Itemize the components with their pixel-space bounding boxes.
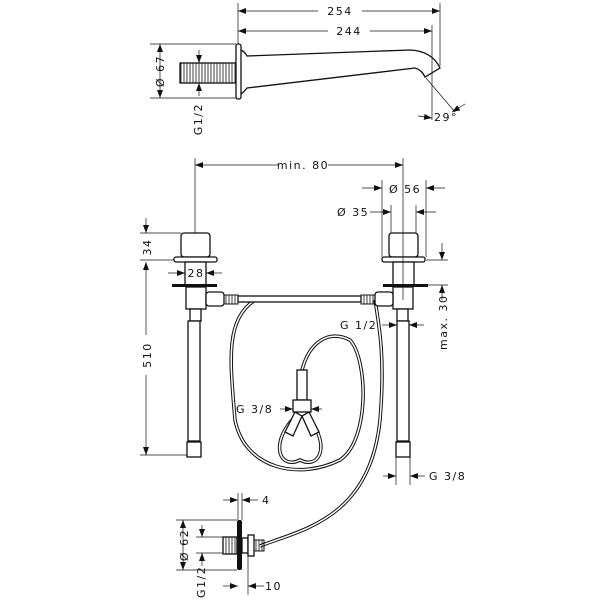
dim-length-510: 510 [141, 342, 154, 368]
spout-thread-connector [179, 62, 237, 84]
valve-right-nut [395, 441, 411, 458]
dim-supply-thread: G 3/8 [429, 470, 466, 483]
dim-max-30: max. 30 [437, 295, 450, 350]
valve-left-nut [186, 441, 202, 458]
outlet-wall-plate [237, 520, 242, 570]
dim-handle-56: Ø 56 [389, 183, 421, 196]
tee-fitting-nut [292, 399, 312, 413]
dim-tee-thread: G 3/8 [236, 403, 273, 416]
tee-fitting-branches [284, 411, 320, 437]
valve-left-supply-pipe [187, 320, 201, 442]
spout-wall-plate [235, 43, 242, 100]
hose-outlet: 4 Ø 62 G1/2 10 [176, 493, 282, 598]
valve-left-handle [180, 232, 211, 258]
spout-view: 254 244 Ø 67 G1/2 29° [150, 3, 466, 135]
dim-min-80: min. 80 [277, 159, 329, 172]
dim-outlet-4: 4 [262, 494, 271, 507]
dim-plate-67: Ø 67 [154, 55, 167, 87]
tee-fitting-stem [296, 369, 308, 401]
dim-handle-34: 34 [141, 239, 154, 256]
valve-right-supply-pipe [396, 320, 410, 442]
dim-outlet-10: 10 [265, 580, 282, 593]
dim-body-35: Ø 35 [337, 206, 369, 219]
connecting-pipe [237, 295, 362, 303]
dim-244: 244 [336, 25, 362, 38]
dim-outlet-62: Ø 62 [178, 529, 191, 561]
dim-angle-29: 29° [434, 111, 458, 124]
valve-right-handle [388, 232, 419, 258]
outlet-thread-connector [222, 536, 238, 555]
dim-valve-thread: G 1/2 [340, 319, 377, 332]
valve-dimensions: min. 80 Ø 56 Ø 35 34 510 28 max. 30 G 1/… [140, 158, 466, 485]
valve-left [172, 232, 239, 458]
dim-254: 254 [327, 5, 353, 18]
dim-outlet-thread: G1/2 [195, 566, 208, 598]
spout-body [240, 49, 441, 95]
dim-spout-thread: G1/2 [192, 103, 205, 135]
dim-body-28: 28 [188, 267, 205, 280]
valve-right [360, 232, 428, 458]
hoses [229, 298, 384, 548]
